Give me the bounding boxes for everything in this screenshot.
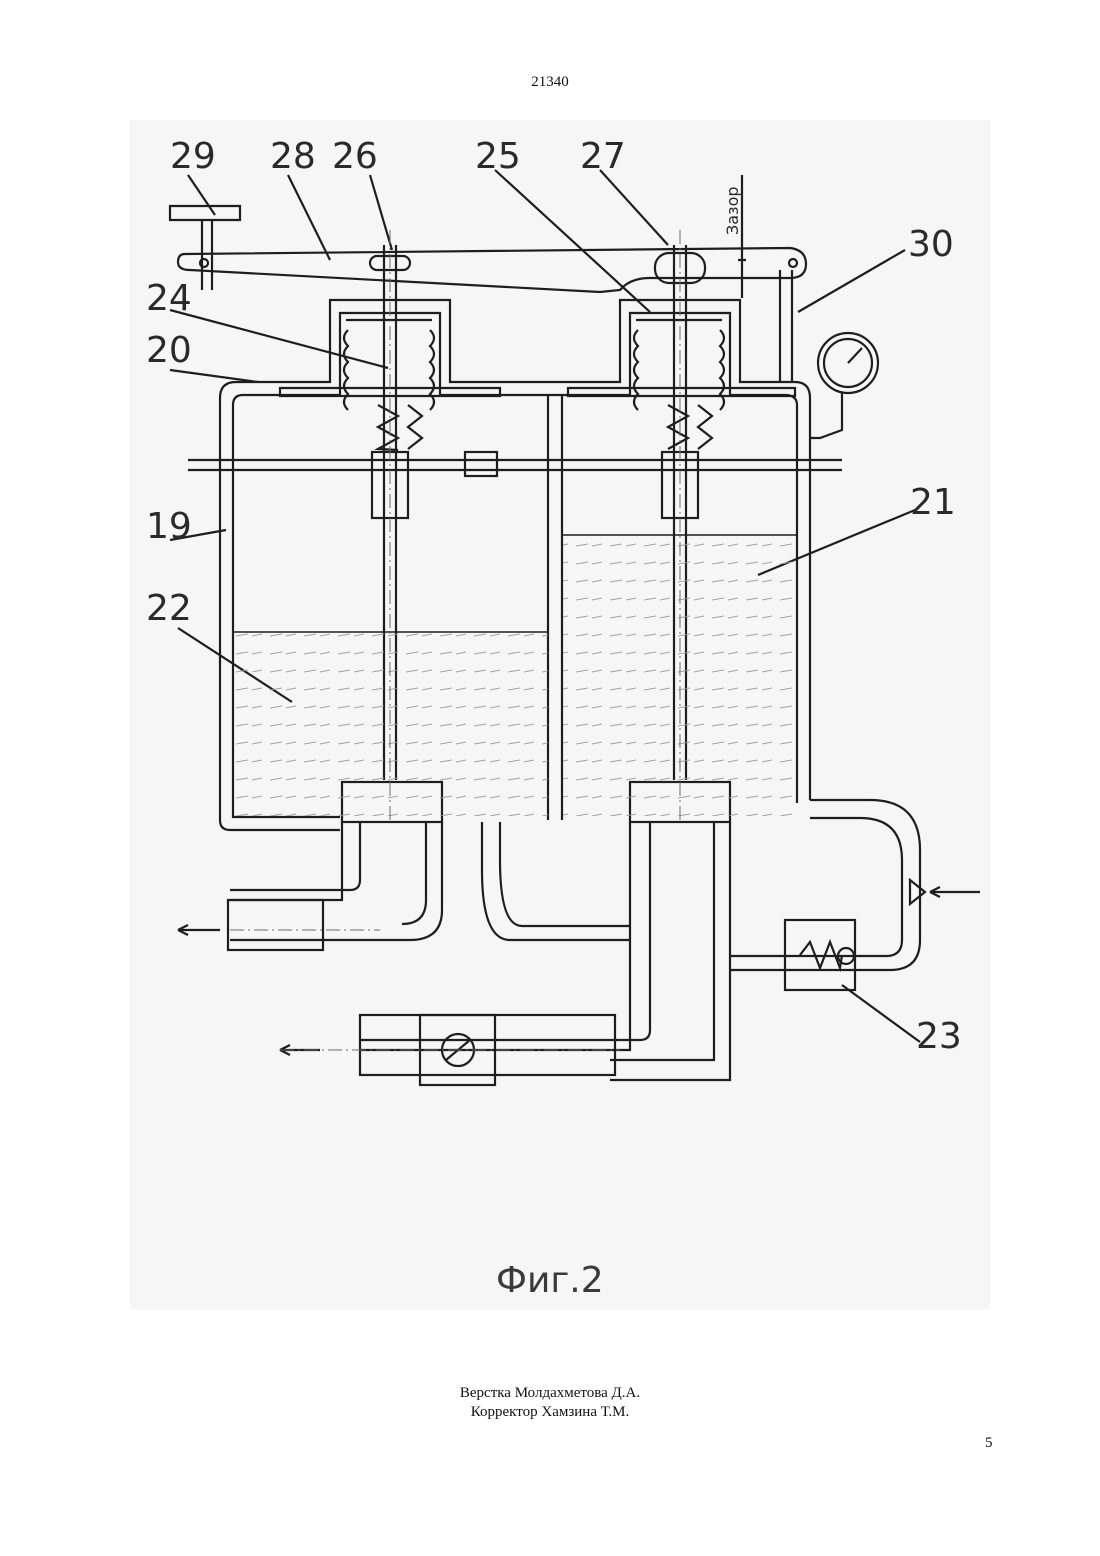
- label-21: 21: [910, 482, 956, 523]
- label-23: 23: [916, 1016, 962, 1057]
- label-26: 26: [332, 136, 378, 177]
- page-number: 5: [985, 1435, 993, 1452]
- label-22: 22: [146, 588, 192, 629]
- gap-label: Зазор: [723, 186, 742, 235]
- technical-drawing: 29 28 26 25 27 30 24 20 19 21 22 23 Зазо…: [130, 120, 990, 1310]
- label-24: 24: [146, 278, 192, 319]
- label-19: 19: [146, 506, 192, 547]
- layout-credit: Верстка Молдахметова Д.А.: [0, 1384, 1100, 1403]
- credits: Верстка Молдахметова Д.А. Корректор Хамз…: [0, 1384, 1100, 1422]
- label-20: 20: [146, 330, 192, 371]
- label-29: 29: [170, 136, 216, 177]
- figure-caption: Фиг.2: [496, 1260, 604, 1301]
- label-25: 25: [475, 136, 521, 177]
- label-27: 27: [580, 136, 626, 177]
- patent-number: 21340: [0, 74, 1100, 91]
- proof-credit: Корректор Хамзина Т.М.: [0, 1403, 1100, 1422]
- label-28: 28: [270, 136, 316, 177]
- liquid-left: [234, 632, 548, 816]
- label-30: 30: [908, 224, 954, 265]
